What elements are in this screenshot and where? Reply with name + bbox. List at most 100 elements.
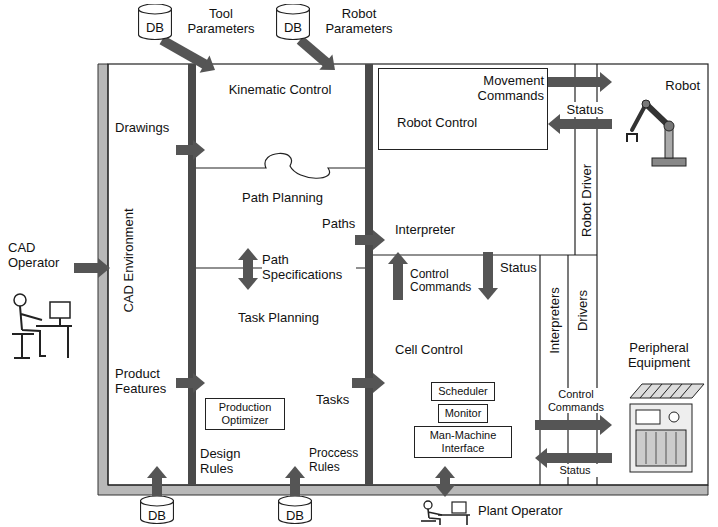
- peripheral-equipment: [636, 410, 660, 424]
- robot-arm: [642, 100, 650, 108]
- node-text: Production Optimizer: [212, 401, 278, 427]
- plant-operator-figure: [438, 515, 470, 525]
- node-text: Kinematic Control: [205, 82, 355, 97]
- node-text: CAD Environment: [121, 208, 136, 312]
- arrow-shaft: [243, 259, 253, 279]
- arrow-shaft: [290, 477, 300, 496]
- arrow-head: [238, 278, 258, 290]
- cylinder-rim: [139, 9, 172, 14]
- robot-arm: [665, 128, 673, 158]
- system-frame: [108, 64, 708, 485]
- flow-arrow: [388, 252, 408, 300]
- cad-operator-figure: [50, 302, 70, 318]
- flow-arrow: [74, 258, 110, 278]
- monitor-box: Monitor: [438, 404, 489, 423]
- plant-operator-figure: [421, 520, 436, 522]
- flow-arrow: [285, 466, 305, 496]
- robot-arm: [626, 134, 638, 142]
- bus-bar: [188, 64, 196, 485]
- node-text: Interpreters: [547, 287, 562, 353]
- node-text: Drawings: [115, 120, 175, 135]
- node-text: CAD Operator: [8, 240, 70, 270]
- flow-label: Path Specifications: [262, 252, 356, 282]
- cylinder-body: [139, 4, 172, 40]
- flow-arrow: [176, 373, 205, 393]
- node-text: Monitor: [445, 407, 482, 420]
- drivers-column: Drivers: [568, 262, 596, 400]
- cell-divider: [539, 255, 540, 485]
- arrow-head: [478, 288, 498, 300]
- flow-arrow: [238, 248, 258, 290]
- arrow-head: [435, 485, 455, 497]
- peripheral-equipment: [630, 384, 704, 398]
- database-cylinder: DB: [138, 4, 172, 40]
- flow-label: Status: [562, 102, 608, 117]
- node-text: Interpreter: [395, 222, 485, 237]
- flow-label: Proccess Rules: [309, 446, 363, 474]
- arrow-shaft: [152, 477, 162, 496]
- cylinder-rim: [279, 501, 312, 506]
- node-text: DB: [138, 20, 172, 35]
- robot-arm: [652, 158, 686, 166]
- plant-operator-figure: [424, 501, 432, 509]
- operator-node: CAD Operator: [4, 238, 74, 362]
- peripheral-equipment: [630, 384, 704, 472]
- arrow-head: [193, 373, 205, 393]
- flow-arrow: [162, 40, 215, 73]
- puzzle-divider: [196, 153, 365, 178]
- cad-operator-figure: [12, 294, 72, 358]
- flow-arrow: [535, 415, 612, 435]
- flow-arrow: [355, 230, 385, 250]
- flow-label: Status: [500, 260, 540, 275]
- flow-label: Paths: [322, 216, 356, 231]
- flow-arrow: [352, 373, 385, 393]
- peripheral-node: Peripheral Equipment: [612, 338, 706, 476]
- node-text: Robot Control: [397, 115, 517, 130]
- peripheral-equipment: [646, 432, 676, 464]
- database-cylinder: DB: [278, 496, 312, 524]
- arrow-shaft: [352, 378, 374, 388]
- node-text: Peripheral Equipment: [612, 340, 706, 370]
- node-text: Task Planning: [205, 310, 352, 325]
- scheduler-box: Scheduler: [431, 382, 495, 401]
- peripheral-equipment: [630, 404, 692, 472]
- arrow-head: [319, 55, 335, 70]
- optimizer-box: Production Optimizer: [205, 398, 285, 430]
- node-text: DB: [278, 508, 312, 523]
- cell-divider: [567, 255, 568, 485]
- node-text: Man-Machine Interface: [421, 429, 505, 455]
- arrow-shaft: [74, 263, 99, 273]
- bus-bar: [365, 64, 373, 485]
- node-text: Cell Control: [395, 342, 515, 357]
- arrow-shaft: [548, 77, 601, 87]
- arrow-head: [193, 140, 205, 160]
- operator-node: Plant Operator: [420, 497, 570, 525]
- flow-arrow: [147, 466, 167, 496]
- flow-arrow: [435, 466, 455, 497]
- arrow-head: [600, 72, 612, 92]
- plant-operator-figure: [428, 509, 442, 525]
- arrow-shaft: [355, 235, 374, 245]
- cylinder-body: [279, 496, 312, 524]
- node-text: Robot Driver: [578, 164, 593, 237]
- cell-control-panel: Cell ControlSchedulerMonitorMan-Machine …: [385, 300, 535, 466]
- interpreter-panel: Interpreter: [385, 200, 500, 252]
- flow-label: Design Rules: [200, 446, 258, 476]
- flow-label: Control Commands: [410, 268, 472, 294]
- arrow-head: [373, 230, 385, 250]
- task-planning-panel: Task PlanningProduction Optimizer: [205, 290, 352, 466]
- arrow-shaft: [176, 145, 194, 155]
- kinematic-control-panel: Kinematic Control: [205, 70, 355, 162]
- robot-arm: [626, 100, 686, 166]
- arrow-shaft: [162, 40, 205, 65]
- cad-operator-figure: [36, 326, 72, 358]
- database-cylinder: DB: [276, 4, 310, 40]
- arrow-shaft: [535, 420, 601, 430]
- arrow-head: [600, 415, 612, 435]
- node-text: Product Features: [115, 366, 175, 396]
- arrow-shaft: [300, 40, 327, 63]
- interpreters-column: Interpreters: [541, 262, 567, 400]
